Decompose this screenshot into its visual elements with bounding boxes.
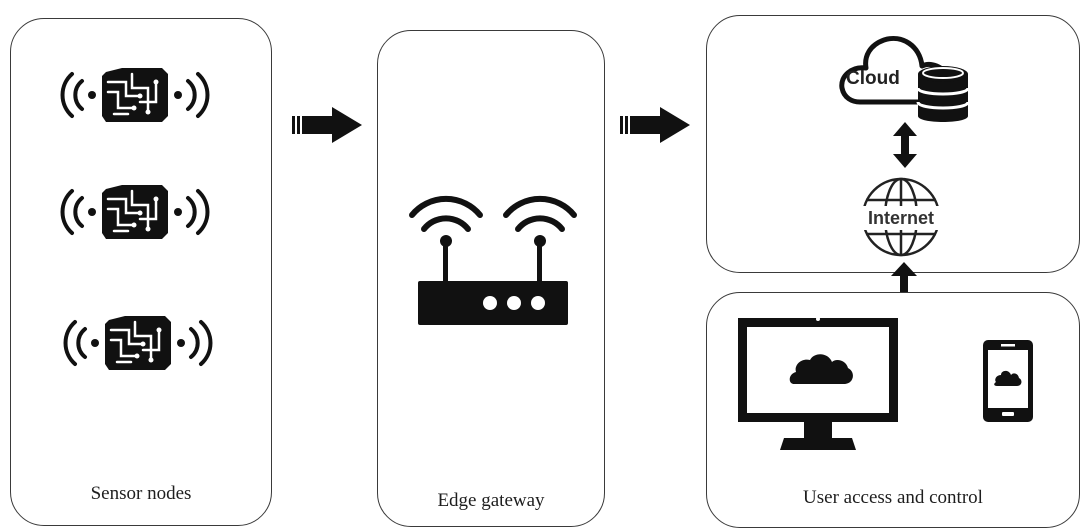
cloud-text: Cloud bbox=[846, 68, 900, 89]
database-icon bbox=[916, 66, 970, 122]
internet-text: Internet bbox=[868, 208, 934, 228]
cloud-database: Cloud bbox=[830, 24, 980, 134]
flow-arrow-sensor-to-edge bbox=[292, 105, 364, 145]
bidirectional-arrow-icon bbox=[893, 122, 917, 168]
router bbox=[404, 193, 582, 329]
wireless-sensor-board-icon bbox=[60, 68, 210, 122]
sensor-node-3 bbox=[47, 310, 229, 376]
smartphone bbox=[981, 338, 1035, 424]
edge-gateway-label: Edge gateway bbox=[437, 490, 545, 511]
wireless-sensor-board-icon bbox=[63, 316, 213, 370]
flow-arrow-edge-to-cloud bbox=[620, 105, 692, 145]
arrow-right-icon bbox=[292, 107, 362, 143]
wifi-router-icon bbox=[409, 196, 577, 325]
wireless-sensor-board-icon bbox=[60, 185, 210, 239]
sensor-nodes-label: Sensor nodes bbox=[90, 483, 192, 504]
cloud-icon: Cloud bbox=[839, 36, 970, 122]
cloud-internet-link bbox=[892, 122, 918, 168]
arrow-right-icon bbox=[620, 107, 690, 143]
sensor-node-1 bbox=[44, 62, 226, 128]
monitor-icon bbox=[738, 317, 898, 450]
internet-globe: Internet bbox=[846, 170, 956, 264]
globe-icon: Internet bbox=[852, 177, 950, 257]
edge-gateway-panel: Edge gateway bbox=[377, 30, 605, 527]
sensor-node-2 bbox=[44, 179, 226, 245]
user-access-label: User access and control bbox=[803, 487, 983, 508]
smartphone-icon bbox=[983, 340, 1033, 422]
desktop-monitor bbox=[736, 314, 900, 454]
